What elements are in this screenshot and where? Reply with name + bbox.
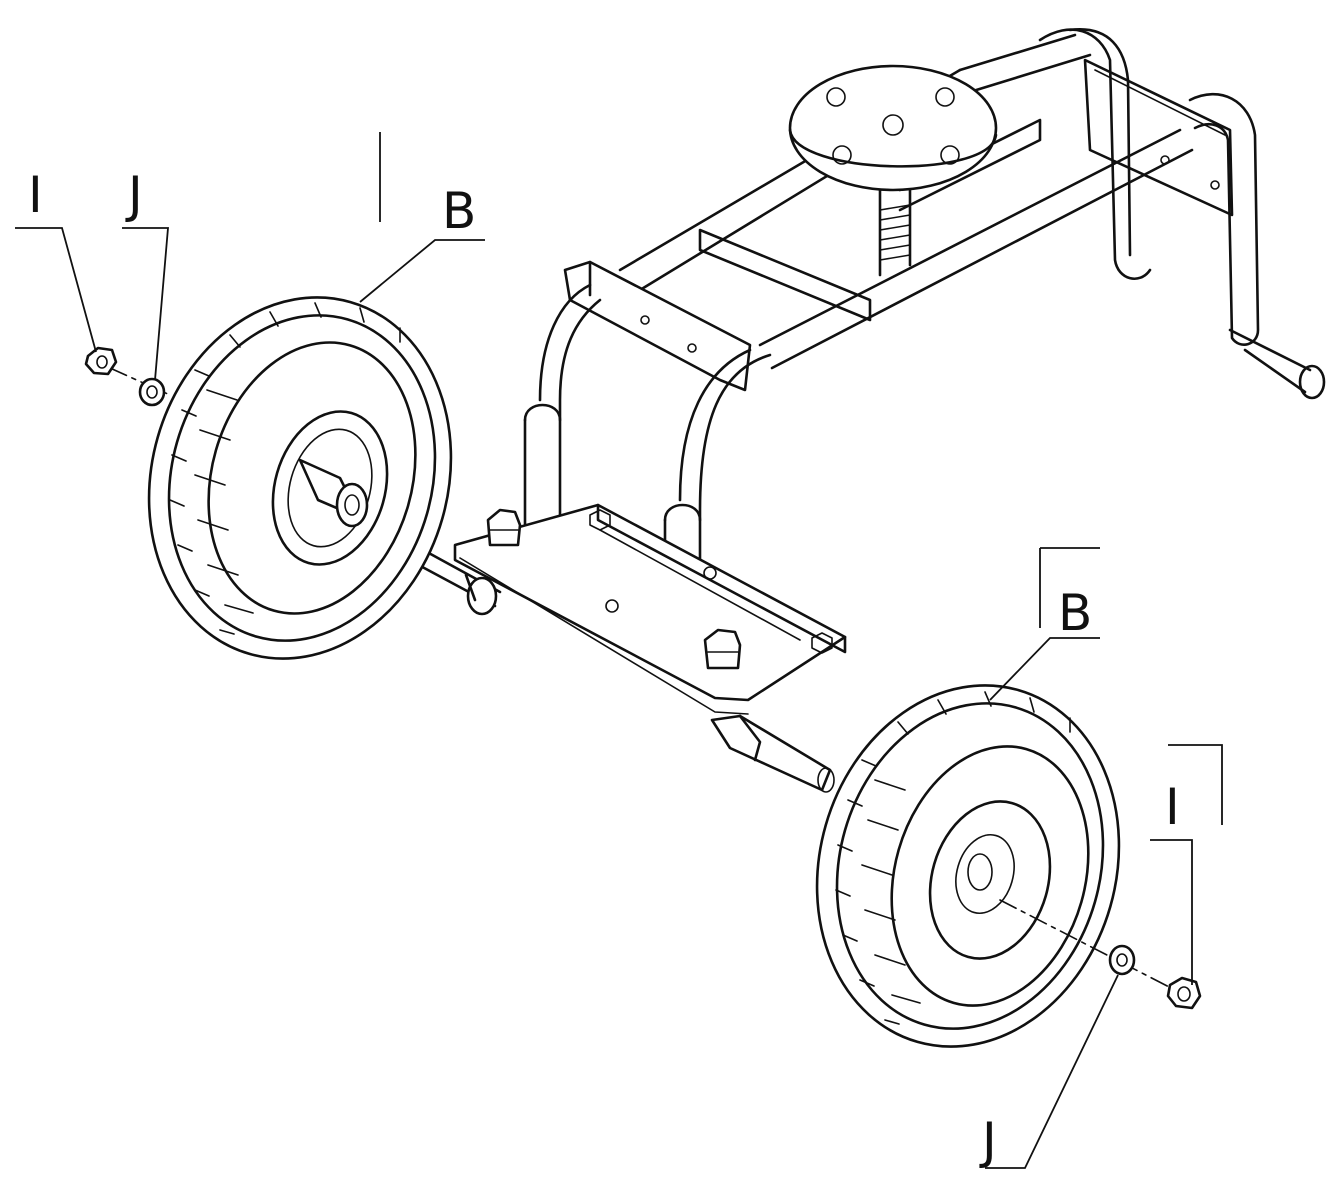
callout-j-right: J — [979, 1112, 997, 1170]
foot-plate-icon — [453, 503, 847, 715]
washer-icon — [138, 377, 166, 407]
callout-b-right: B — [1058, 584, 1092, 642]
callout-leaders — [15, 132, 1223, 1169]
washer-icon — [1108, 944, 1136, 976]
hex-nut-icon — [1166, 976, 1202, 1010]
hex-nut-icon — [84, 346, 118, 376]
callout-i-right: I — [1165, 778, 1180, 836]
callout-i-left: I — [28, 166, 43, 224]
callout-labels: I J B B I J — [28, 166, 1180, 1170]
wheel-icon — [147, 296, 453, 660]
wheel-icon — [815, 684, 1121, 1048]
callout-j-left: J — [125, 166, 143, 224]
callout-b-left: B — [442, 182, 476, 240]
axle-icon — [398, 538, 835, 793]
frame-icon — [523, 28, 1326, 667]
